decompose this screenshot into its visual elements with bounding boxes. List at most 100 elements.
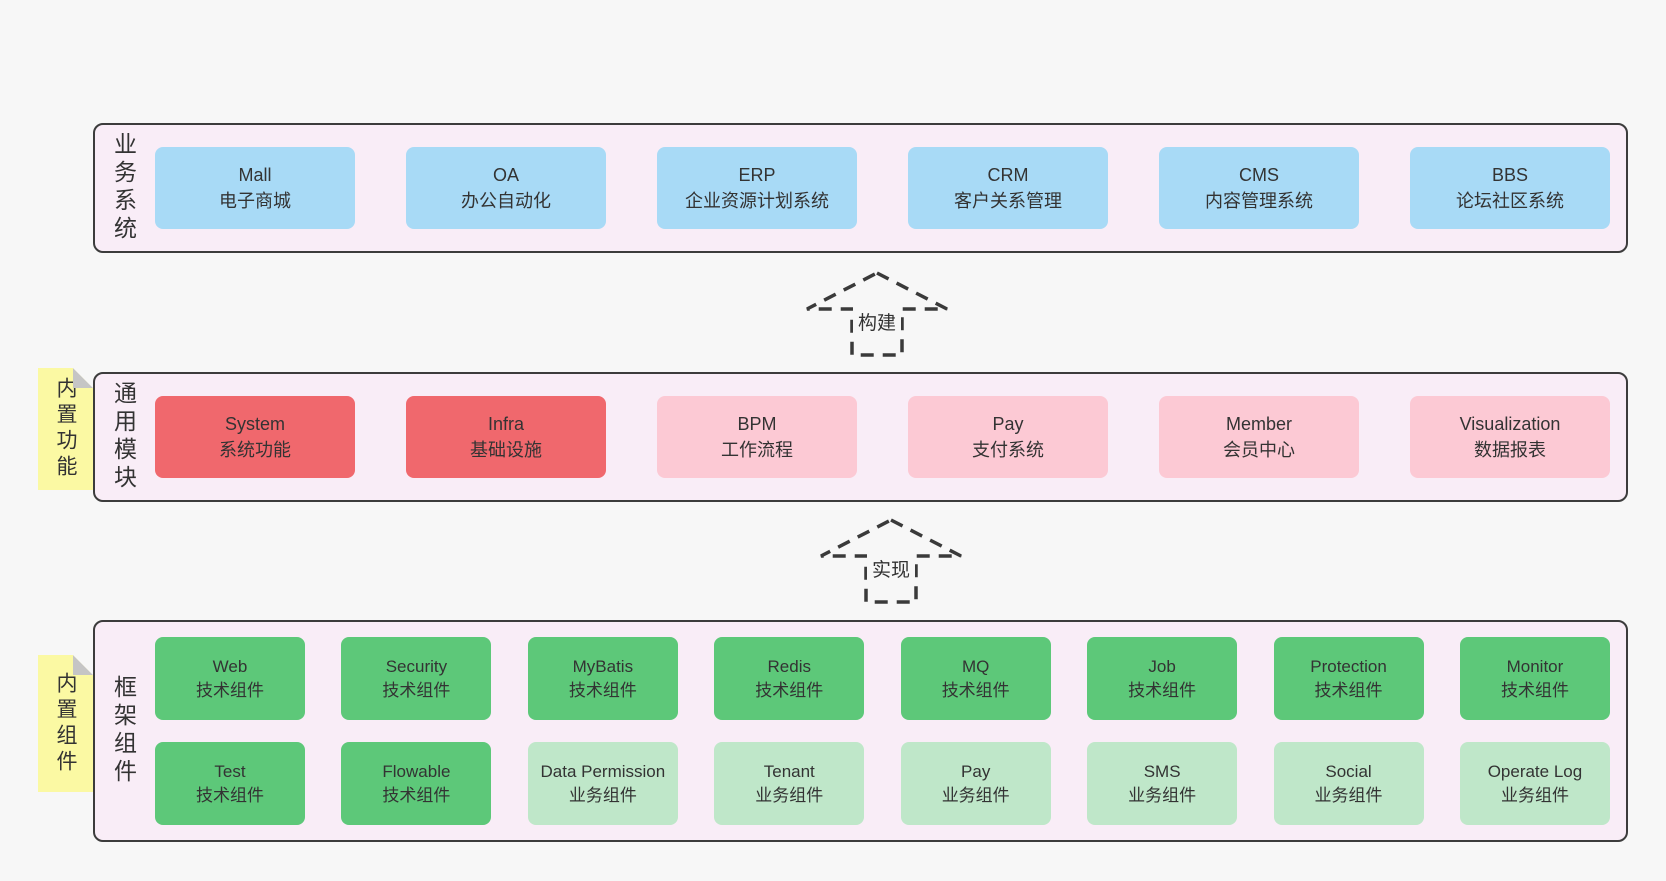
box-operate-log: Operate Log 业务组件 [1459,742,1610,825]
box-system: System 系统功能 [155,396,355,478]
box-subtitle: 数据报表 [1474,440,1546,460]
box-title: Data Permission [540,761,666,781]
box-subtitle: 支付系统 [972,440,1044,460]
box-title: BPM [737,414,777,434]
box-member: Member 会员中心 [1159,396,1359,478]
box-title: Operate Log [1487,761,1583,781]
box-title: BBS [1491,165,1529,185]
box-subtitle: 基础设施 [470,440,542,460]
box-title: Infra [487,414,525,434]
box-mq: MQ 技术组件 [900,637,1051,720]
build-arrow: 构建 [802,269,952,359]
box-test: Test 技术组件 [155,742,305,825]
layer-business-systems: 业务系统 Mall 电子商城 OA 办公自动化 ERP 企业资源计划系统 CRM 客户关系管理… [93,123,1628,253]
box-subtitle: 内容管理系统 [1205,191,1313,211]
box-web: Web 技术组件 [155,637,305,720]
box-title: Test [214,761,246,781]
implement-arrow-label: 实现 [866,554,916,583]
box-mall: Mall 电子商城 [155,147,355,229]
box-subtitle: 业务组件 [1128,785,1197,805]
box-subtitle: 技术组件 [941,680,1010,700]
box-title: Pay [961,761,991,781]
box-title: Job [1148,656,1176,676]
box-subtitle: 技术组件 [1314,680,1383,700]
box-title: Mall [238,165,272,185]
box-erp: ERP 企业资源计划系统 [657,147,857,229]
box-infra: Infra 基础设施 [406,396,606,478]
box-bpm: BPM 工作流程 [657,396,857,478]
box-flowable: Flowable 技术组件 [341,742,492,825]
box-pay: Pay 业务组件 [900,742,1051,825]
box-subtitle: 技术组件 [568,680,637,700]
box-subtitle: 企业资源计划系统 [685,191,829,211]
box-subtitle: 技术组件 [1128,680,1197,700]
box-subtitle: 系统功能 [219,440,291,460]
box-subtitle: 客户关系管理 [954,191,1062,211]
folded-corner-cut [73,655,93,675]
box-title: CMS [1239,165,1279,185]
box-subtitle: 工作流程 [721,440,793,460]
box-subtitle: 业务组件 [755,785,824,805]
box-job: Job 技术组件 [1087,637,1238,720]
tag-built-in-features-label: 内置功能 [54,377,77,481]
box-crm: CRM 客户关系管理 [908,147,1108,229]
box-title: System [224,414,285,434]
tag-built-in-components-label: 内置组件 [54,671,77,776]
box-mybatis: MyBatis 技术组件 [527,637,678,720]
box-subtitle: 业务组件 [941,785,1010,805]
tag-built-in-components: 内置组件 [38,655,93,792]
box-bbs: BBS 论坛社区系统 [1410,147,1610,229]
folded-corner-cut [73,368,93,388]
box-title: Protection [1310,656,1387,676]
box-subtitle: 技术组件 [382,680,451,700]
box-title: MyBatis [572,656,634,676]
box-row: Mall 电子商城 OA 办公自动化 ERP 企业资源计划系统 CRM 客户关系管理 CMS 内容… [155,147,1610,229]
box-row: System 系统功能 Infra 基础设施 BPM 工作流程 Pay 支付系统 Member 会… [155,396,1610,478]
box-title: CRM [987,165,1029,185]
box-title: Web [212,656,248,676]
box-subtitle: 电子商城 [219,191,291,211]
box-subtitle: 业务组件 [1314,785,1383,805]
box-title: Redis [767,656,811,676]
box-sms: SMS 业务组件 [1087,742,1238,825]
box-title: Member [1225,414,1292,434]
box-title: Flowable [382,761,451,781]
box-subtitle: 业务组件 [1500,785,1569,805]
layer-business-label: 业务系统 [110,132,137,244]
modules-box-grid: System 系统功能 Infra 基础设施 BPM 工作流程 Pay 支付系统 Member 会… [155,396,1610,478]
box-title: MQ [961,656,990,676]
layer-components-label: 框架组件 [110,675,137,787]
box-subtitle: 技术组件 [196,785,264,805]
box-subtitle: 技术组件 [196,680,264,700]
box-subtitle: 技术组件 [382,785,451,805]
box-subtitle: 业务组件 [568,785,637,805]
box-subtitle: 会员中心 [1223,440,1295,460]
box-protection: Protection 技术组件 [1273,637,1424,720]
box-social: Social 业务组件 [1273,742,1424,825]
box-title: Social [1325,761,1372,781]
box-redis: Redis 技术组件 [714,637,865,720]
business-box-grid: Mall 电子商城 OA 办公自动化 ERP 企业资源计划系统 CRM 客户关系管理 CMS 内容… [155,147,1610,229]
box-title: OA [492,165,519,185]
box-title: Pay [992,414,1024,434]
implement-arrow: 实现 [816,516,966,606]
box-pay: Pay 支付系统 [908,396,1108,478]
box-subtitle: 技术组件 [1500,680,1569,700]
box-cms: CMS 内容管理系统 [1159,147,1359,229]
box-title: SMS [1143,761,1181,781]
box-title: ERP [738,165,776,185]
box-oa: OA 办公自动化 [406,147,606,229]
box-subtitle: 技术组件 [755,680,824,700]
box-subtitle: 办公自动化 [461,191,551,211]
box-subtitle: 论坛社区系统 [1456,191,1564,211]
